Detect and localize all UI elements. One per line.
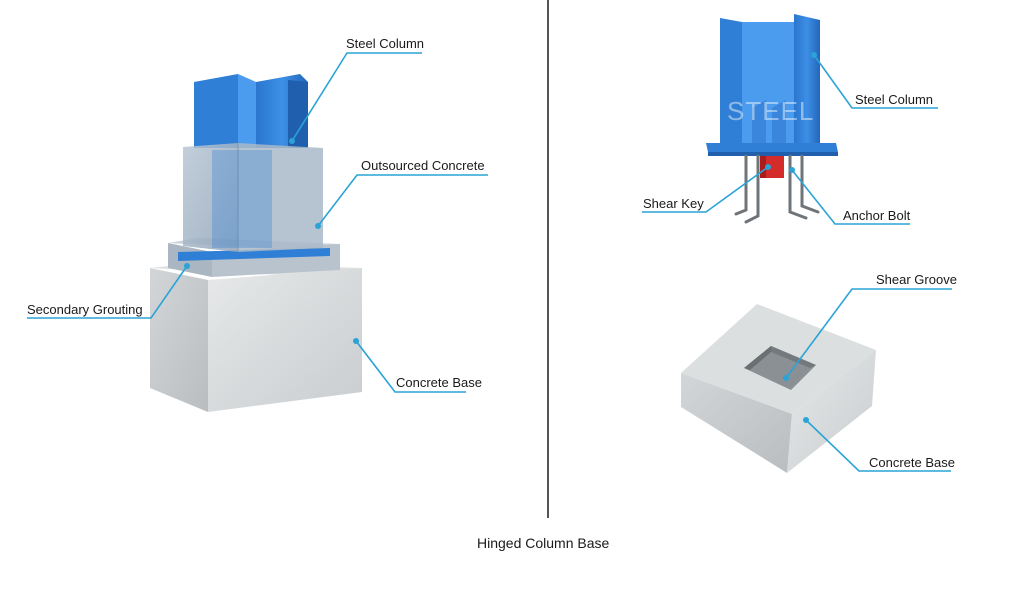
right-concrete-base-illustration [681, 304, 876, 473]
left-outsourced-concrete-label: Outsourced Concrete [361, 158, 485, 173]
shear-key-label: Shear Key [643, 196, 704, 211]
left-concrete-base-label: Concrete Base [396, 375, 482, 390]
left-column-inside-concrete [212, 150, 272, 248]
shear-groove-label: Shear Groove [876, 272, 957, 287]
left-concrete-base-front [150, 268, 208, 412]
figure-caption: Hinged Column Base [477, 535, 610, 551]
left-steel-column-callout: Steel Column [289, 36, 424, 144]
left-concrete-base-callout: Concrete Base [353, 338, 482, 392]
right-steel-column-label: Steel Column [855, 92, 933, 107]
anchor-bolt-callout: Anchor Bolt [789, 167, 911, 224]
right-steel-column-web [742, 22, 794, 145]
left-concrete-base-side [208, 268, 362, 412]
anchor-bolt-label: Anchor Bolt [843, 208, 911, 223]
left-steel-column-right-face [288, 80, 308, 148]
right-column-illustration: STEEL STRUCTURE [706, 14, 991, 222]
left-column-base-illustration [150, 74, 362, 412]
left-steel-column-web [238, 74, 256, 148]
right-base-plate [706, 143, 838, 152]
left-secondary-grouting-label: Secondary Grouting [27, 302, 143, 317]
right-concrete-base-label: Concrete Base [869, 455, 955, 470]
left-steel-column-flange-left [194, 74, 238, 148]
shear-key-callout: Shear Key [642, 164, 771, 212]
left-steel-column-label: Steel Column [346, 36, 424, 51]
left-outsourced-concrete-callout: Outsourced Concrete [315, 158, 488, 229]
